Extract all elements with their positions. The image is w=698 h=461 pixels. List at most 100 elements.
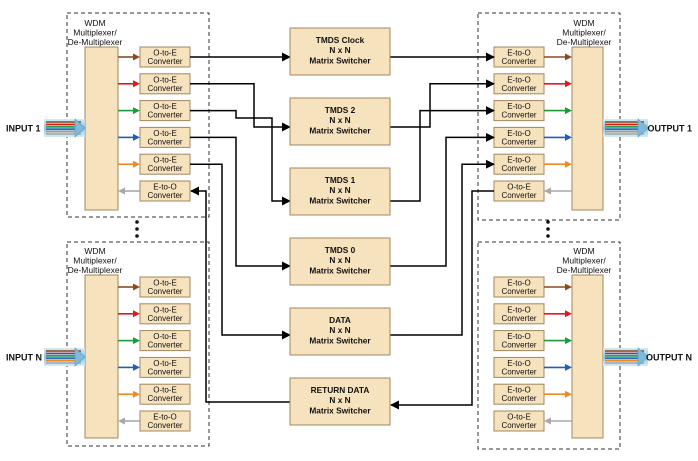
switcher-label-line: N x N — [329, 115, 350, 125]
switcher-label-line: N x N — [329, 255, 350, 265]
switcher-label-line: N x N — [329, 325, 350, 335]
channel-arrowhead — [118, 187, 125, 195]
wdm-title-line: Multiplexer/ — [562, 256, 606, 266]
converter-label: Converter — [501, 137, 536, 146]
converter-label: Converter — [501, 421, 536, 430]
converter-type: O-to-E — [507, 413, 531, 422]
dot — [546, 234, 550, 238]
wdm-title-line: WDM — [84, 246, 105, 256]
fiber-arrowhead — [74, 347, 86, 367]
wdm-panel — [84, 274, 119, 439]
channel-arrowhead — [133, 310, 140, 318]
converter-type: E-to-O — [507, 102, 531, 111]
converter-label: Converter — [147, 137, 182, 146]
wdm-group-boundary — [66, 241, 210, 447]
output-label: OUTPUT N — [646, 353, 692, 363]
converter-label: Converter — [147, 287, 182, 296]
converter-label: Converter — [147, 341, 182, 350]
wdm-group-boundary — [477, 12, 621, 221]
converter-type: E-to-O — [153, 413, 177, 422]
converter-type: O-to-E — [153, 156, 177, 165]
channel-arrowhead — [565, 363, 572, 371]
converter-type: O-to-E — [153, 332, 177, 341]
converter-type: E-to-O — [153, 183, 177, 192]
switcher-label-line: DATA — [329, 315, 351, 325]
channel-arrowhead — [565, 310, 572, 318]
converter-label: Converter — [501, 394, 536, 403]
switcher-box — [289, 377, 391, 426]
converter-label: Converter — [147, 394, 182, 403]
converter-label: Converter — [501, 111, 536, 120]
converter-label: Converter — [501, 314, 536, 323]
channel-arrowhead — [133, 107, 140, 115]
wire-in-tmds2 — [190, 83, 291, 132]
switcher-box — [289, 167, 391, 216]
switcher-label-line: Matrix Switcher — [309, 125, 371, 135]
wdm-title-line: WDM — [573, 246, 594, 256]
converter-type: E-to-O — [507, 305, 531, 314]
converter-label: Converter — [501, 57, 536, 66]
channel-arrowhead — [565, 283, 572, 291]
converter-type: E-to-O — [507, 75, 531, 84]
wire-out-return — [390, 190, 494, 410]
fiber-arrowhead — [637, 118, 649, 138]
converter-type: E-to-O — [507, 386, 531, 395]
switcher-label-line: N x N — [329, 45, 350, 55]
converter-type: O-to-E — [153, 305, 177, 314]
wdm-group-boundary — [477, 241, 621, 450]
wdm-title-line: Multiplexer/ — [73, 28, 117, 38]
channel-arrowhead — [118, 417, 125, 425]
converter-label: Converter — [147, 191, 182, 200]
converter-type: O-to-E — [153, 75, 177, 84]
switcher-box — [289, 307, 391, 356]
wdm-title-line: De-Multiplexer — [557, 37, 612, 47]
wire-out-tmds1 — [390, 106, 495, 202]
channel-arrowhead — [544, 417, 551, 425]
channel-arrowhead — [133, 133, 140, 141]
channel-arrowhead — [565, 80, 572, 88]
channel-arrowhead — [133, 390, 140, 398]
fiber-arrowhead — [637, 347, 649, 367]
converter-label: Converter — [147, 367, 182, 376]
converter-type: E-to-O — [507, 49, 531, 58]
continuation-dots — [546, 220, 550, 238]
converter-label: Converter — [501, 367, 536, 376]
switcher-label-line: N x N — [329, 185, 350, 195]
switcher-label-line: Matrix Switcher — [309, 335, 371, 345]
converter-type: E-to-O — [507, 279, 531, 288]
wdm-title-line: De-Multiplexer — [68, 265, 123, 275]
switcher-label-line: TMDS 2 — [325, 105, 356, 115]
channel-arrowhead — [565, 390, 572, 398]
wire-in-tmds0 — [190, 136, 291, 271]
wire-in-data — [190, 163, 291, 340]
converter-type: E-to-O — [507, 129, 531, 138]
input-label: INPUT 1 — [6, 124, 41, 134]
converter-type: E-to-O — [507, 332, 531, 341]
wdm-panel — [84, 46, 119, 211]
wdm-title-line: WDM — [573, 18, 594, 28]
continuation-dots — [135, 220, 139, 238]
fiber-strands — [605, 350, 644, 364]
converter-type: O-to-E — [153, 386, 177, 395]
